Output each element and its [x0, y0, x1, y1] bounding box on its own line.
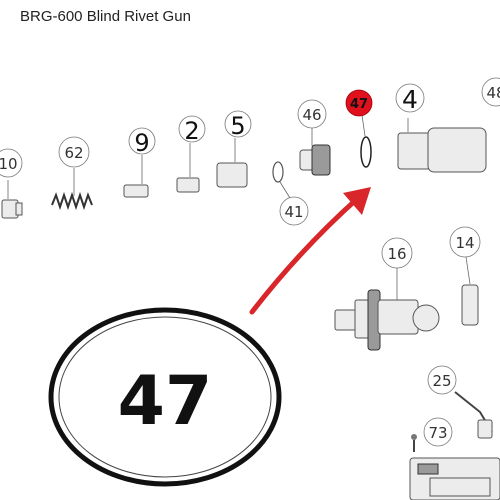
part-2 — [176, 143, 200, 193]
svg-text:5: 5 — [230, 112, 245, 140]
part-16-assembly — [334, 268, 440, 351]
diagram-title: BRG-600 Blind Rivet Gun — [20, 8, 191, 25]
part-4 — [397, 118, 487, 173]
svg-text:2: 2 — [184, 117, 199, 145]
callout-5: 5 — [224, 110, 252, 140]
svg-text:16: 16 — [387, 245, 406, 263]
part-14 — [461, 256, 479, 326]
callout-73: 73 — [423, 417, 453, 447]
zoom-part-number: 47 — [118, 362, 213, 441]
part-25-jaw-link — [454, 391, 493, 439]
callout-48: 48 — [481, 77, 500, 107]
svg-text:4: 4 — [402, 85, 418, 114]
callout-14: 14 — [449, 226, 481, 258]
svg-text:25: 25 — [432, 372, 451, 390]
callout-9: 9 — [128, 127, 156, 157]
o-ring-zoom-detail: 47 — [48, 307, 282, 487]
callout-2: 2 — [178, 115, 206, 145]
callout-46: 46 — [297, 99, 327, 129]
part-47-o-ring — [360, 114, 372, 168]
part-body-lower — [409, 457, 500, 500]
part-9 — [123, 155, 149, 198]
callout-62: 62 — [58, 136, 90, 168]
part-5 — [216, 138, 248, 188]
svg-text:47: 47 — [350, 97, 368, 112]
part-62-spring — [51, 168, 93, 211]
callout-4: 4 — [395, 83, 425, 114]
callout-16: 16 — [381, 237, 413, 269]
svg-text:41: 41 — [284, 203, 303, 221]
highlight-arrow — [249, 187, 371, 315]
svg-text:48: 48 — [486, 84, 500, 102]
part-46 — [299, 128, 331, 176]
svg-text:10: 10 — [0, 155, 18, 173]
svg-text:14: 14 — [455, 234, 474, 252]
svg-text:62: 62 — [64, 144, 83, 162]
callout-10: 10 — [0, 148, 23, 178]
callout-41: 41 — [279, 196, 309, 226]
svg-text:9: 9 — [134, 129, 149, 157]
part-41-ring — [272, 161, 291, 199]
callout-25: 25 — [427, 365, 457, 395]
svg-text:46: 46 — [302, 106, 321, 124]
callout-47-highlight: 47 — [345, 89, 373, 117]
part-10 — [1, 180, 23, 219]
part-73-screw — [411, 434, 417, 452]
svg-text:73: 73 — [428, 424, 447, 442]
